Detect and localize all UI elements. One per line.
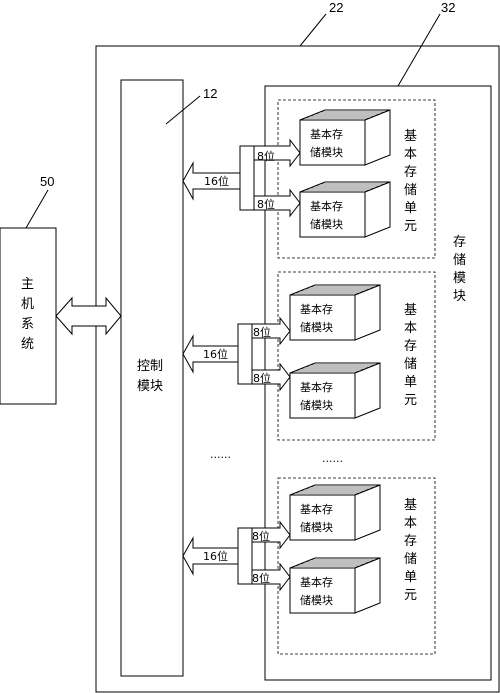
unit-label-1-6: 元: [404, 219, 417, 234]
module-label-1b-1: 基本存: [310, 199, 343, 213]
basic-storage-unit-3: [277, 477, 436, 655]
host-label-4: 统: [21, 337, 34, 352]
unit-label-2-3: 存: [404, 339, 417, 354]
unit-label-1-5: 单: [404, 201, 417, 216]
ellipsis-left: ......: [210, 448, 231, 461]
storage-label-2: 储: [453, 253, 466, 268]
control-label-2: 模块: [137, 379, 163, 394]
unit-label-2-2: 本: [404, 321, 417, 336]
outer-system-box: [95, 45, 500, 693]
unit-label-2-1: 基: [404, 303, 417, 318]
ref-50-label: 50: [40, 174, 54, 189]
bus-8bit-label-1b: 8位: [257, 197, 275, 211]
ref-22-label: 22: [329, 0, 343, 15]
host-system-box: [0, 227, 57, 405]
host-label-3: 系: [21, 317, 34, 332]
module-label-3a-2: 储模块: [300, 520, 333, 534]
module-label-3a-1: 基本存: [300, 502, 333, 516]
bus-16bit-group1: [182, 138, 301, 218]
module-label-3b-1: 基本存: [300, 575, 333, 589]
storage-label-1: 存: [453, 235, 466, 250]
unit-label-1-1: 基: [404, 129, 417, 144]
bus-16bit-group2: [182, 316, 291, 392]
unit-label-1-2: 本: [404, 147, 417, 162]
storage-label-4: 块: [453, 289, 466, 304]
unit-label-2-6: 元: [404, 393, 417, 408]
unit-label-2-5: 单: [404, 375, 417, 390]
ellipsis-right: ......: [322, 452, 343, 465]
ref-12-label: 12: [203, 86, 217, 101]
ref-32-leader: [397, 13, 441, 87]
ref-22-leader: [299, 13, 327, 47]
ref-32-label: 32: [441, 0, 455, 15]
host-control-bus-arrow: [55, 296, 122, 336]
unit-label-2-4: 储: [404, 357, 417, 372]
unit-label-3-6: 元: [404, 588, 417, 603]
host-label-1: 主: [21, 277, 34, 292]
unit-label-3-5: 单: [404, 570, 417, 585]
module-label-1a-2: 储模块: [310, 145, 343, 159]
bus-16bit-label-3: 16位: [203, 549, 228, 563]
unit-label-1-3: 存: [404, 165, 417, 180]
bus-8bit-label-2b: 8位: [253, 371, 271, 385]
storage-label-3: 模: [453, 271, 466, 286]
ref-12-leader: [165, 95, 201, 125]
module-label-2b-2: 储模块: [300, 398, 333, 412]
module-label-1a-1: 基本存: [310, 127, 343, 141]
basic-storage-unit-1: [277, 99, 436, 259]
unit-label-1-4: 储: [404, 183, 417, 198]
module-label-1b-2: 储模块: [310, 217, 343, 231]
bus-8bit-label-1a: 8位: [257, 149, 275, 163]
control-module-box: [120, 79, 184, 677]
unit-label-3-2: 本: [404, 516, 417, 531]
bus-8bit-label-3a: 8位: [252, 529, 270, 543]
module-label-2b-1: 基本存: [300, 380, 333, 394]
bus-16bit-group3: [182, 520, 291, 592]
module-label-2a-2: 储模块: [300, 320, 333, 334]
bus-16bit-label-2: 16位: [203, 347, 228, 361]
control-label-1: 控制: [137, 359, 163, 374]
unit-label-3-3: 存: [404, 534, 417, 549]
module-label-2a-1: 基本存: [300, 302, 333, 316]
module-label-3b-2: 储模块: [300, 593, 333, 607]
bus-8bit-label-2a: 8位: [253, 325, 271, 339]
unit-label-3-1: 基: [404, 498, 417, 513]
bus-16bit-label-1: 16位: [204, 174, 229, 188]
unit-label-3-4: 储: [404, 552, 417, 567]
basic-storage-unit-2: [277, 271, 436, 441]
ref-50-leader: [25, 189, 49, 229]
host-label-2: 机: [21, 297, 34, 312]
bus-8bit-label-3b: 8位: [252, 571, 270, 585]
